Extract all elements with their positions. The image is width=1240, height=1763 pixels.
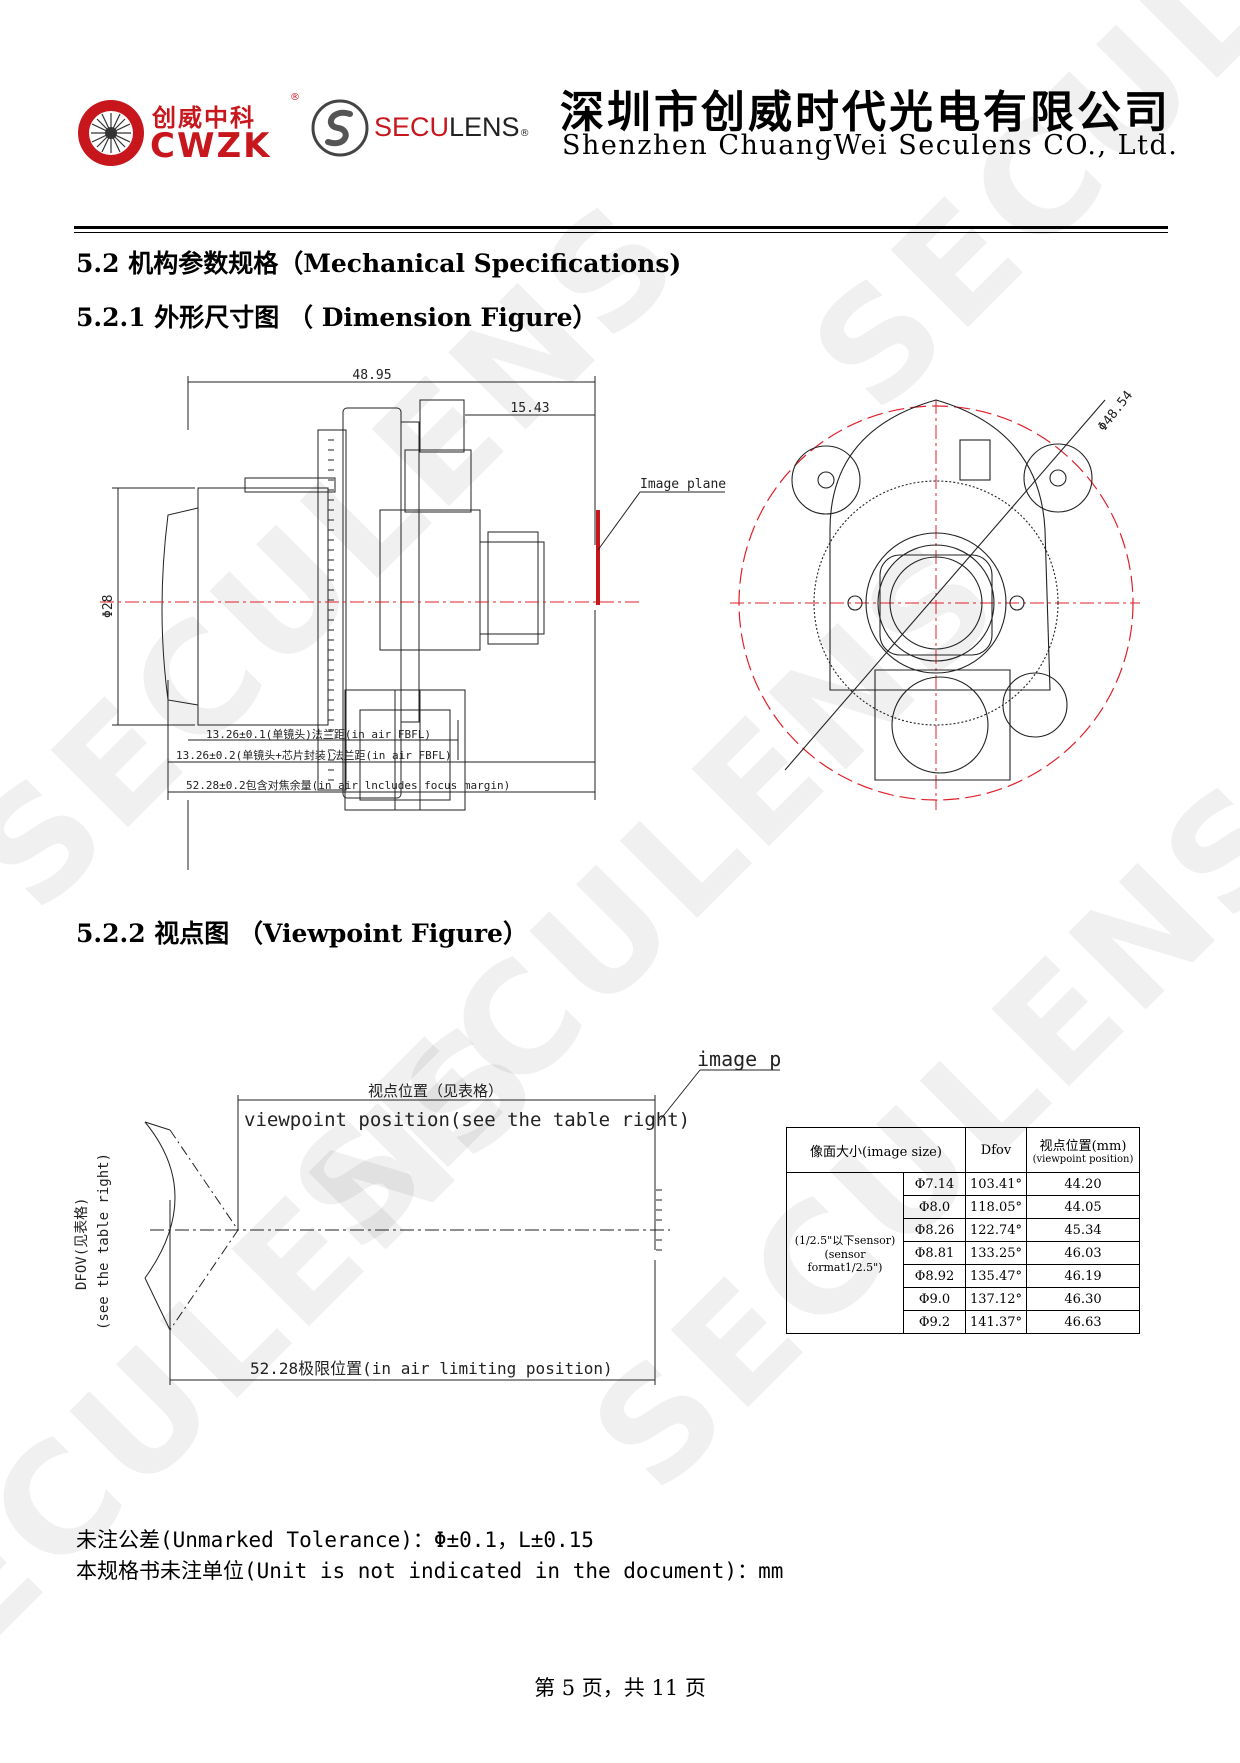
label-dfov-cn: DFOV(见表格) [74,1197,90,1290]
group-label-2: (sensor format1/2.5") [807,1248,883,1274]
table-row: (1/2.5"以下sensor) (sensor format1/2.5") Φ… [786,1172,1140,1334]
seculens-red: SECU [374,112,450,142]
group-label-1: (1/2.5"以下sensor) [794,1234,896,1247]
table-row: Φ9.0 137.12° 46.30 [787,1287,1140,1311]
dim-flange-2: 13.26±0.2(单镜头+芯片封装)法兰距(in air FBFL) [176,748,452,762]
header-rule-thick [74,226,1168,229]
section-title-5-2-1: 5.2.1 外形尺寸图 （ Dimension Figure） [76,303,598,332]
th-viewpoint-position: 视点位置(mm) (viewpoint position) [1026,1127,1140,1173]
dim-flange-1: 13.26±0.1(单镜头)法兰距(in air FBFL) [206,727,431,741]
cell-size: Φ8.26 [903,1218,966,1242]
cell-pos: 46.63 [1026,1310,1140,1334]
section-title-5-2: 5.2 机构参数规格（Mechanical Specifications) [76,249,682,278]
cell-dfov: 122.74° [965,1218,1027,1242]
header-rule-thin [74,232,1168,233]
dim-overall-length: 48.95 [352,368,391,383]
section-title-5-2-2: 5.2.2 视点图 （Viewpoint Figure） [76,919,528,948]
label-image-plane: Image plane [640,477,726,492]
cell-dfov: 103.41° [965,1172,1027,1196]
cell-dfov: 135.47° [965,1264,1027,1288]
label-limit-position: 52.28极限位置(in air limiting position) [250,1359,613,1378]
cell-size: Φ8.0 [903,1195,966,1219]
company-name-en: Shenzhen ChuangWei Seculens CO., Ltd. [562,130,1179,161]
cell-size: Φ8.81 [903,1241,966,1265]
th-pos-sub: (viewpoint position) [1032,1154,1134,1165]
viewpoint-table: 像面大小(image size) Dfov 视点位置(mm) (viewpoin… [786,1127,1140,1334]
cell-pos: 46.03 [1026,1241,1140,1265]
seculens-logo-text: SECULENS® [374,112,530,143]
cell-dfov: 137.12° [965,1287,1027,1311]
cell-pos: 46.30 [1026,1287,1140,1311]
cell-dfov: 133.25° [965,1241,1027,1265]
cwzk-logo-en: CWZK [150,126,272,166]
dim-rear-length: 15.43 [510,401,549,416]
company-name-cn: 深圳市创威时代光电有限公司 [560,87,1171,138]
table-header-row: 像面大小(image size) Dfov 视点位置(mm) (viewpoin… [786,1127,1140,1173]
table-row: Φ8.26 122.74° 45.34 [787,1218,1140,1242]
dim-focus-margin: 52.28±0.2包含对焦余量(in air lncludes focus ma… [186,778,510,792]
label-viewpoint-position-en: viewpoint position(see the table right) [244,1109,690,1131]
cell-size: Φ8.92 [903,1264,966,1288]
seculens-dark: LENS [449,112,520,142]
dim-diameter: Φ28 [101,595,116,618]
cell-size: Φ7.14 [903,1172,966,1196]
th-pos-main: 视点位置(mm) [1039,1139,1127,1154]
dim-front-diameter: Φ48.54 [1095,388,1136,434]
cell-pos: 45.34 [1026,1218,1140,1242]
note-tolerance: 未注公差(Unmarked Tolerance)：Φ±0.1，L±0.15 [76,1528,594,1552]
table-group-label: (1/2.5"以下sensor) (sensor format1/2.5") [786,1172,904,1334]
cwzk-logo-icon [78,100,144,166]
cell-pos: 44.20 [1026,1172,1140,1196]
table-row: Φ8.92 135.47° 46.19 [787,1264,1140,1288]
cell-pos: 46.19 [1026,1264,1140,1288]
registered-mark: ® [290,92,300,103]
th-dfov: Dfov [965,1127,1027,1173]
label-image-plane-viewpoint: image plane [697,1047,780,1071]
cwzk-logo-cn: 创威中科 [152,104,256,132]
registered-mark: ® [519,128,530,139]
page-number: 第 5 页，共 11 页 [534,1676,706,1700]
note-unit: 本规格书未注单位(Unit is not indicated in the do… [76,1559,784,1583]
label-dfov-en: (see the table right) [96,1153,112,1330]
cell-dfov: 118.05° [965,1195,1027,1219]
th-image-size: 像面大小(image size) [786,1127,966,1173]
cell-dfov: 141.37° [965,1310,1027,1334]
cell-pos: 44.05 [1026,1195,1140,1219]
label-viewpoint-position-cn: 视点位置（见表格） [368,1082,503,1100]
cell-size: Φ9.0 [903,1287,966,1311]
dimension-figure: 48.95 15.43 Φ28 Image plane 13.26±0.1(单镜… [100,368,1140,870]
cell-size: Φ9.2 [903,1310,966,1334]
table-row: Φ9.2 141.37° 46.63 [787,1310,1140,1334]
viewpoint-figure: image plane 视点位置（见表格） viewpoint position… [74,1047,780,1385]
seculens-logo-icon [311,99,369,157]
front-view: Φ48.54 [730,388,1140,810]
